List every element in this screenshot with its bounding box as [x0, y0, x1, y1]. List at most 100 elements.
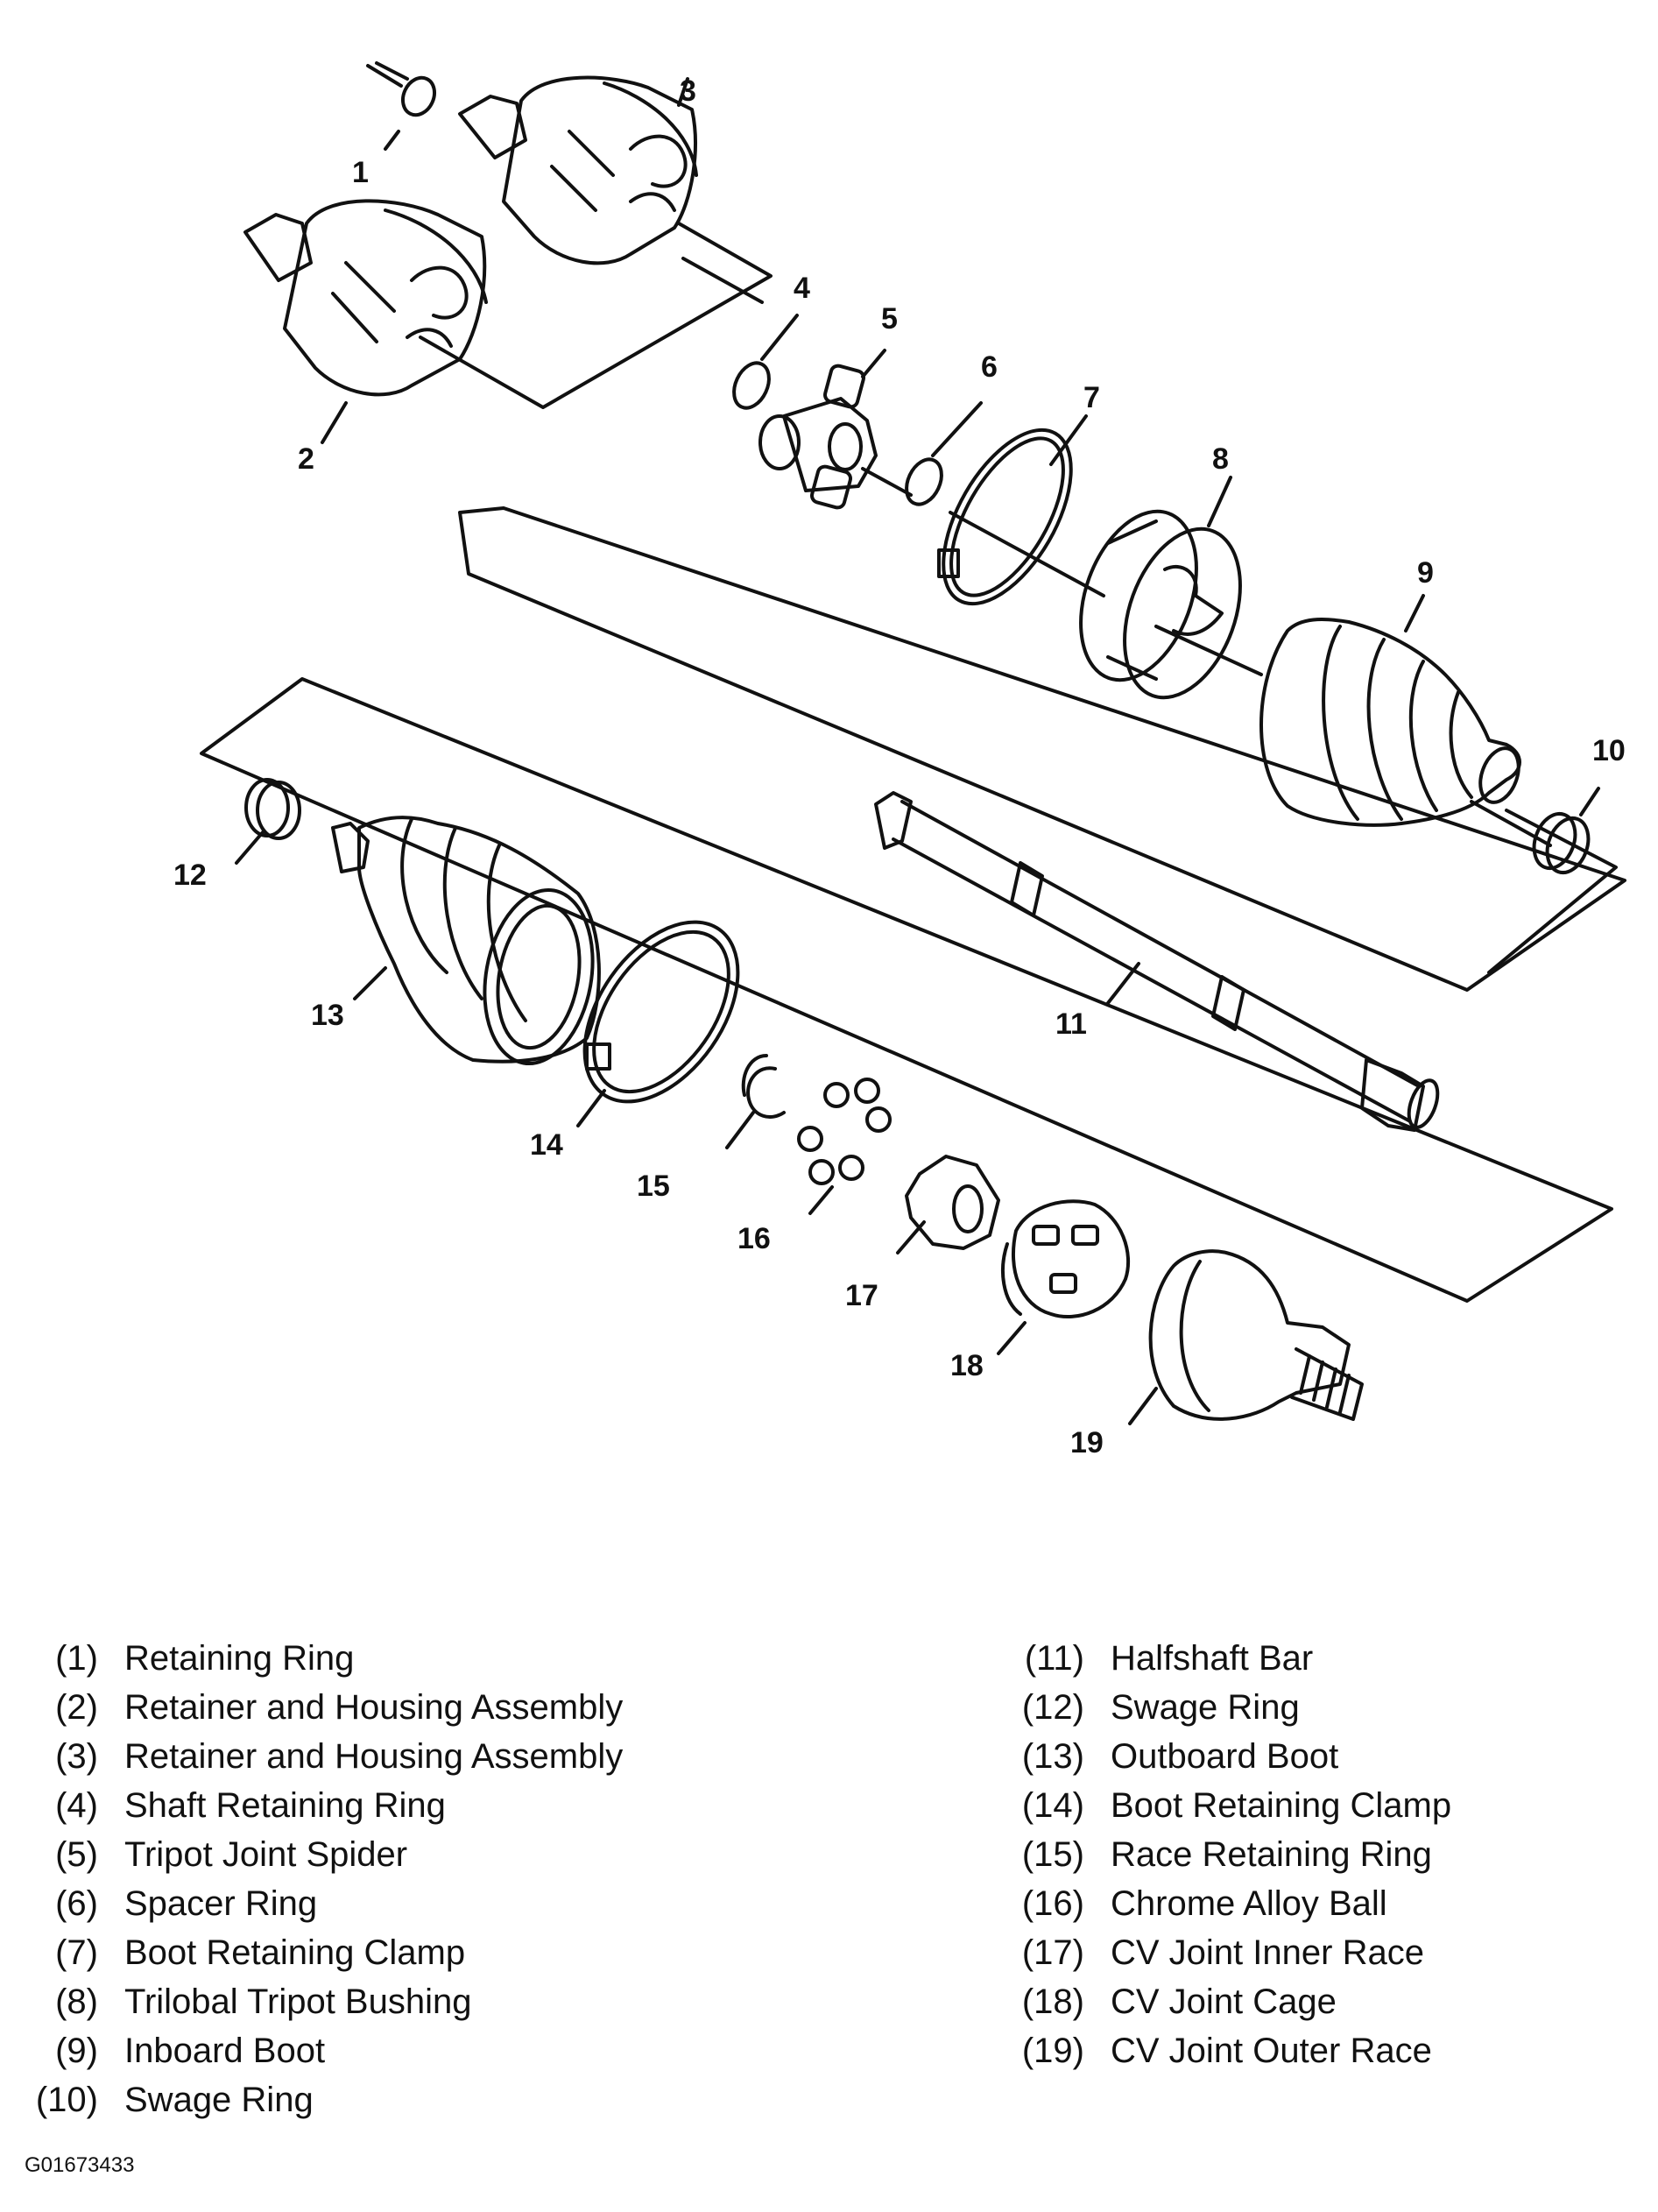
legend-right: (11) Halfshaft Bar (12) Swage Ring (13) Out…	[1014, 1634, 1451, 2075]
legend-label: Boot Retaining Clamp	[1111, 1786, 1452, 1825]
callout-16: 16	[737, 1222, 771, 1255]
legend-item: (9) Inboard Boot	[26, 2026, 623, 2075]
legend-label: Outboard Boot	[1111, 1737, 1339, 1776]
callout-17: 17	[845, 1279, 878, 1312]
legend-label: Shaft Retaining Ring	[124, 1786, 446, 1825]
legend-item: (6) Spacer Ring	[26, 1879, 623, 1928]
legend-label: Chrome Alloy Ball	[1111, 1884, 1387, 1923]
part-9-inboard-boot	[1259, 594, 1521, 827]
legend-item: (17) CV Joint Inner Race	[1014, 1928, 1451, 1977]
legend-number: (13)	[1021, 1737, 1084, 1776]
part-14-boot-clamp	[576, 920, 740, 1127]
callout-11: 11	[1055, 1007, 1087, 1041]
legend-label: CV Joint Cage	[1111, 1982, 1337, 2021]
legend-label: Halfshaft Bar	[1111, 1639, 1314, 1678]
legend-item: (12) Swage Ring	[1014, 1683, 1451, 1732]
legend-item: (10)Swage Ring	[26, 2075, 623, 2124]
callout-18: 18	[950, 1349, 984, 1382]
legend-item: (18) CV Joint Cage	[1014, 1977, 1451, 2026]
part-15-race-retaining-ring	[725, 1054, 786, 1149]
legend-number: (14)	[1021, 1786, 1084, 1825]
part-18-cv-cage	[997, 1199, 1131, 1355]
part-5-tripot-spider	[758, 349, 886, 510]
part-7-boot-clamp	[937, 414, 1088, 606]
legend-number: (8)	[55, 1982, 98, 2021]
legend-label: CV Joint Outer Race	[1111, 2032, 1432, 2070]
part-10-swage-ring	[1532, 787, 1600, 874]
part-2-housing	[243, 199, 488, 444]
legend-number: (7)	[55, 1933, 98, 1972]
callout-15: 15	[637, 1170, 670, 1203]
figure-id: G01673433	[25, 2153, 135, 2177]
legend-number: (5)	[55, 1835, 98, 1874]
callout-13: 13	[311, 999, 344, 1032]
part-17-inner-race	[896, 1155, 1000, 1254]
part-12-swage-ring	[235, 778, 301, 865]
legend-label: Spacer Ring	[124, 1884, 318, 1923]
legend-label: Swage Ring	[1111, 1688, 1300, 1727]
legend-item: (7) Boot Retaining Clamp	[26, 1928, 623, 1977]
legend-number: (1)	[55, 1639, 98, 1678]
legend-number: (19)	[1021, 2032, 1084, 2070]
legend-label: Swage Ring	[124, 2081, 314, 2119]
legend-item: (8) Trilobal Tripot Bushing	[26, 1977, 623, 2026]
part-19-outer-race	[1128, 1249, 1364, 1425]
part-3-housing	[458, 75, 698, 265]
legend-label: Retaining Ring	[124, 1639, 355, 1678]
callout-5: 5	[881, 302, 898, 336]
legend-item: (13) Outboard Boot	[1014, 1732, 1451, 1781]
callout-3: 3	[680, 74, 696, 108]
legend-number: (16)	[1021, 1884, 1084, 1923]
legend-left: (1) Retaining Ring (2) Retainer and Housin…	[26, 1634, 623, 2124]
legend-item: (15) Race Retaining Ring	[1014, 1830, 1451, 1879]
exploded-halfshaft-diagram: 1 2 3 4 5 6 7 8 9 10 11 12 13 14 15 16 1…	[173, 61, 1626, 1459]
legend-label: Inboard Boot	[124, 2032, 326, 2070]
callout-4: 4	[794, 272, 810, 305]
part-4-shaft-retaining-ring	[732, 314, 799, 410]
legend-label: Tripot Joint Spider	[124, 1835, 408, 1874]
callout-19: 19	[1070, 1426, 1104, 1459]
legend-number: (4)	[55, 1786, 98, 1825]
legend-number: (11)	[1024, 1639, 1084, 1678]
callout-12: 12	[173, 859, 207, 892]
part-13-outboard-boot	[331, 816, 601, 1066]
part-11-halfshaft-bar	[874, 791, 1440, 1132]
callout-7: 7	[1083, 381, 1100, 414]
legend-item: (1) Retaining Ring	[26, 1634, 623, 1683]
callout-2: 2	[298, 442, 314, 476]
legend-item: (16) Chrome Alloy Ball	[1014, 1879, 1451, 1928]
legend-label: Race Retaining Ring	[1111, 1835, 1432, 1874]
legend-label: Retainer and Housing Assembly	[124, 1737, 624, 1776]
callout-14: 14	[530, 1128, 563, 1162]
legend-label: Retainer and Housing Assembly	[124, 1688, 624, 1727]
legend-item: (3) Retainer and Housing Assembly	[26, 1732, 623, 1781]
legend-label: CV Joint Inner Race	[1111, 1933, 1424, 1972]
part-6-spacer-ring	[905, 401, 983, 506]
legend-number: (2)	[55, 1688, 98, 1727]
legend-number: (12)	[1021, 1688, 1084, 1727]
legend-item: (14) Boot Retaining Clamp	[1014, 1781, 1451, 1830]
legend-item: (2) Retainer and Housing Assembly	[26, 1683, 623, 1732]
part-1-retaining-ring	[366, 64, 436, 151]
legend-label: Trilobal Tripot Bushing	[124, 1982, 472, 2021]
legend-item: (11) Halfshaft Bar	[1014, 1634, 1451, 1683]
callout-6: 6	[981, 350, 998, 384]
legend-number: (9)	[55, 2032, 98, 2070]
legend-item: (19) CV Joint Outer Race	[1014, 2026, 1451, 2075]
legend-number: (18)	[1021, 1982, 1084, 2021]
callout-9: 9	[1417, 556, 1434, 590]
legend-number: (3)	[55, 1737, 98, 1776]
legend-item: (4) Shaft Retaining Ring	[26, 1781, 623, 1830]
callout-8: 8	[1212, 442, 1229, 476]
legend-number: (6)	[55, 1884, 98, 1923]
legend-item: (5) Tripot Joint Spider	[26, 1830, 623, 1879]
part-8-trilobal-bushing	[1079, 476, 1242, 700]
alignment-guides	[200, 61, 1626, 1303]
legend-number: (17)	[1021, 1933, 1084, 1972]
part-16-chrome-balls	[797, 1078, 892, 1215]
callout-1: 1	[352, 156, 369, 189]
legend-label: Boot Retaining Clamp	[124, 1933, 466, 1972]
legend-number: (15)	[1021, 1835, 1084, 1874]
callout-labels: 1 2 3 4 5 6 7 8 9 10 11 12 13 14 15 16 1…	[173, 74, 1626, 1459]
callout-10: 10	[1592, 734, 1626, 767]
